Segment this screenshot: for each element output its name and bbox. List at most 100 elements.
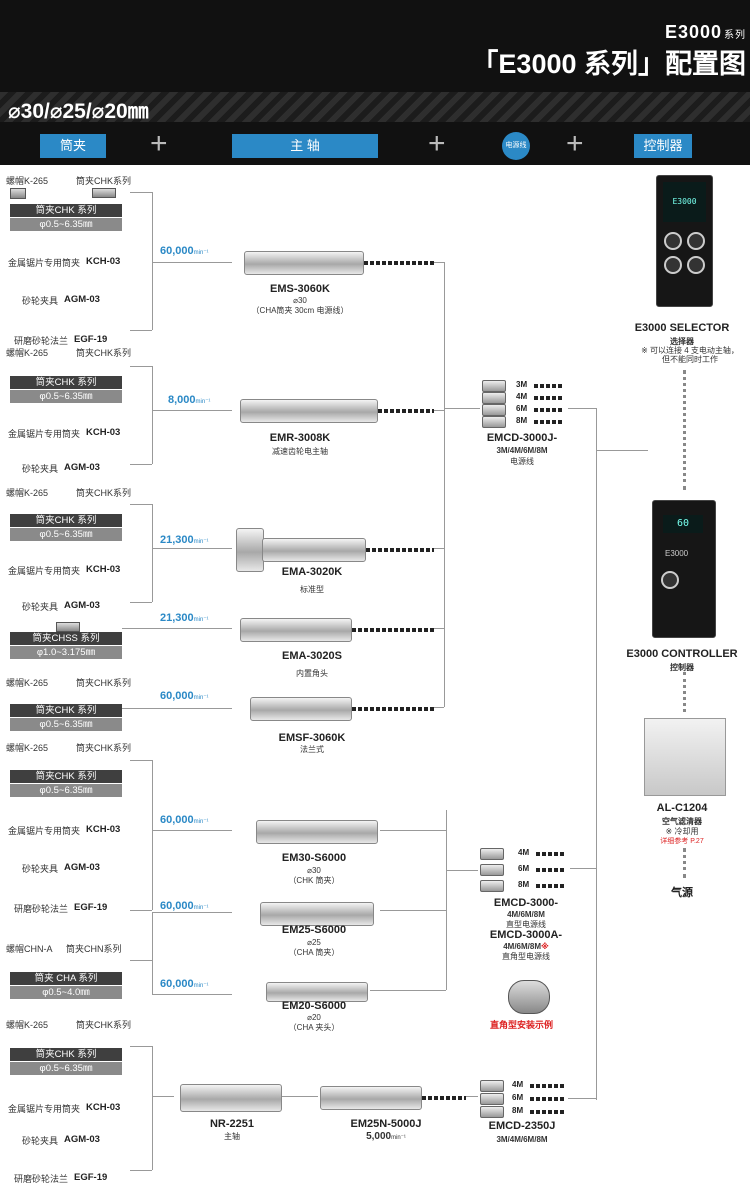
diagram-line	[380, 830, 446, 831]
chk-range-bar: φ0.5~6.35㎜	[10, 218, 122, 231]
em30-s6000-name: EM30-S6000	[281, 852, 347, 864]
filter-note: ※ 冷却用	[665, 827, 699, 836]
spindle-nr-2251	[180, 1084, 282, 1112]
cable-line	[364, 261, 434, 265]
em20-s6000-name: EM20-S6000	[281, 1000, 347, 1012]
controller-name: E3000 CONTROLLER	[626, 648, 738, 660]
diagram-line: min⁻¹	[195, 399, 211, 405]
cable-line	[536, 868, 566, 872]
plus-icon: +	[566, 127, 584, 160]
ems-3060k-sub1: ⌀30	[293, 296, 307, 305]
egf-code: EGF-19	[74, 902, 108, 913]
right-angle-note: 直角型安装示例	[490, 1020, 554, 1030]
diagram-line: 4M/6M/8M	[503, 942, 542, 951]
chk-range-bar: φ0.5~6.35㎜	[10, 528, 122, 541]
chk-range-bar: φ0.5~6.35㎜	[10, 1062, 122, 1075]
chss-range-bar: φ1.0~3.175㎜	[10, 646, 122, 659]
kch-label: 金属锯片专用筒夹	[8, 429, 81, 439]
emcd-3000a-sub4: 直角型电源线	[502, 952, 550, 961]
agm-label: 砂轮夹具	[22, 296, 59, 306]
spindle-emr-3008k	[240, 399, 378, 423]
cha-series-bar: 筒夹 CHA 系列	[10, 972, 122, 985]
emr-3008k-sub1: 减速齿轮电主轴	[272, 447, 328, 456]
diagram-line	[466, 1096, 478, 1097]
nut-k265-label: 螺帽K-265	[6, 743, 49, 753]
nr-2251-name: NR-2251	[209, 1118, 255, 1130]
nut-k265-label: 螺帽K-265	[6, 348, 49, 358]
diagram-line: 60,000	[160, 900, 194, 912]
selector-screen: E3000	[663, 182, 706, 222]
spindle-ema-3020s	[240, 618, 352, 642]
kch-label: 金属锯片专用筒夹	[8, 1104, 81, 1114]
diagram-line	[130, 960, 152, 961]
cable-connector	[480, 864, 504, 876]
diagram-line	[434, 707, 444, 708]
diagram-line	[152, 830, 232, 831]
ema-3020s-name: EMA-3020S	[282, 650, 342, 662]
kch-label: 金属锯片专用筒夹	[8, 826, 81, 836]
selector-note2: 但不能同时工作	[662, 355, 718, 364]
cable-connector	[480, 1080, 504, 1092]
emcd-3000-name: EMCD-3000-	[493, 897, 559, 909]
agm-label: 砂轮夹具	[22, 602, 59, 612]
chk-series-bar: 筒夹CHK 系列	[10, 770, 122, 783]
emcd-2350j-sub1: 3M/4M/6M/8M	[496, 1135, 548, 1144]
kch-code: KCH-03	[86, 564, 121, 575]
nut-chna-label: 螺帽CHN-A	[6, 944, 53, 954]
diagram-line	[434, 262, 444, 263]
cable-line	[534, 408, 564, 412]
egf-label: 研磨砂轮法兰	[14, 336, 69, 346]
filter-ref: 详细参考 P.27	[660, 838, 704, 845]
kch-code: KCH-03	[86, 824, 121, 835]
cable-length: 3M	[516, 380, 528, 389]
diagram-line	[130, 602, 152, 603]
em25n-5000j-speed: 5,000min⁻¹	[366, 1131, 406, 1142]
speed-label: 60,000min⁻¹	[160, 690, 209, 702]
chk-range-bar: φ0.5~6.35㎜	[10, 718, 122, 731]
cable-line	[534, 420, 564, 424]
diagram-line	[152, 994, 232, 995]
diagram-line: min⁻¹	[391, 1135, 406, 1141]
spindle-emsf-3060k	[250, 697, 352, 721]
em25-s6000-sub2: （CHA 筒夹）	[288, 948, 340, 957]
diagram-line	[434, 548, 444, 549]
cable-connector	[482, 404, 506, 416]
diagram-line: min⁻¹	[193, 819, 209, 825]
cable-connector	[480, 848, 504, 860]
diagram-line	[122, 628, 232, 629]
diagram-line	[664, 256, 682, 274]
diagram-line	[130, 192, 152, 193]
cable-line	[422, 1096, 466, 1100]
chk-series-label: 筒夹CHK系列	[76, 176, 132, 186]
diagram-line	[664, 232, 682, 250]
diagram-line	[152, 548, 232, 549]
diagram-line	[152, 912, 153, 994]
diagram-line	[130, 1046, 152, 1047]
em25n-5000j-name: EM25N-5000J	[350, 1118, 422, 1130]
cable-connector	[480, 1093, 504, 1105]
speed-label: 21,300min⁻¹	[160, 612, 209, 624]
cable-length: 4M	[518, 848, 530, 857]
diagram-line	[596, 450, 648, 451]
diagram-line	[130, 504, 152, 505]
cable-connector	[482, 380, 506, 392]
egf-code: EGF-19	[74, 334, 108, 345]
diagram-line: 60,000	[160, 978, 194, 990]
emsf-3060k-sub1: 法兰式	[300, 745, 324, 754]
chk-series-bar: 筒夹CHK 系列	[10, 1048, 122, 1061]
diagram-line	[152, 504, 153, 602]
diagram-line	[152, 192, 153, 330]
chk-range-bar: φ0.5~6.35㎜	[10, 784, 122, 797]
spindle-em20-s6000	[266, 982, 368, 1002]
kch-code: KCH-03	[86, 427, 121, 438]
speed-label: 60,000min⁻¹	[160, 245, 209, 257]
tab-controller: 控制器	[634, 134, 692, 158]
diagram-line	[130, 366, 152, 367]
em20-s6000-sub1: ⌀20	[307, 1013, 321, 1022]
agm-code: AGM-03	[64, 462, 100, 473]
cable-length: 4M	[512, 1080, 524, 1089]
diagram-line	[570, 868, 596, 869]
plus-icon: +	[428, 127, 446, 160]
diagram-line	[596, 408, 597, 1100]
